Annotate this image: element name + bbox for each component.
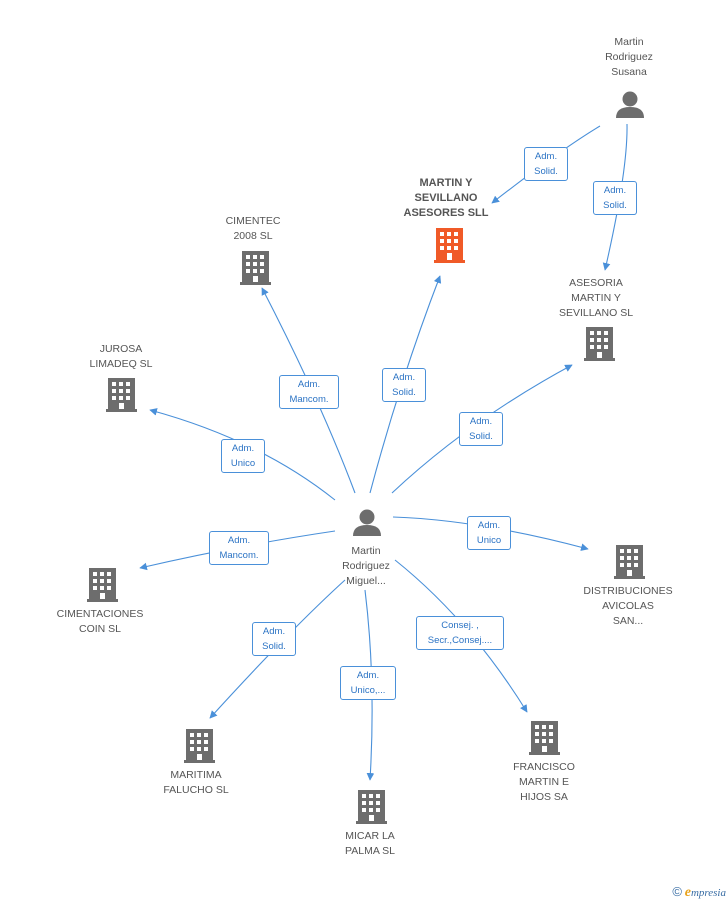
edge-label-susana-to-focus: Adm. Solid. bbox=[524, 147, 568, 181]
edge-label-miguel-to-cimentaciones: Adm. Mancom. bbox=[209, 531, 269, 565]
building-icon-jurosa[interactable] bbox=[106, 378, 137, 412]
node-label-distribuciones[interactable]: DISTRIBUCIONES AVICOLAS SAN... bbox=[583, 585, 673, 627]
edge-label-miguel-to-maritima: Adm. Solid. bbox=[252, 622, 296, 656]
edge-label-miguel-to-asesoria: Adm. Solid. bbox=[459, 412, 503, 446]
brand-logo-initial: e bbox=[684, 885, 691, 900]
brand-watermark: © empresia bbox=[672, 884, 726, 901]
edge-label-miguel-to-micar: Adm. Unico,... bbox=[340, 666, 396, 700]
building-icon-cimentaciones[interactable] bbox=[87, 568, 118, 602]
edge-label-susana-to-asesoria: Adm. Solid. bbox=[593, 181, 637, 215]
building-icon-distribuciones[interactable] bbox=[614, 545, 645, 579]
building-icon-cimentec[interactable] bbox=[240, 251, 271, 285]
node-label-martin-rodriguez-susana[interactable]: Martin Rodriguez Susana bbox=[605, 36, 653, 78]
edge-label-miguel-to-focus: Adm. Solid. bbox=[382, 368, 426, 402]
building-icon-asesoria[interactable] bbox=[584, 327, 615, 361]
building-icon-maritima[interactable] bbox=[184, 729, 215, 763]
copyright-icon: © bbox=[672, 884, 682, 899]
node-label-jurosa[interactable]: JUROSA LIMADEQ SL bbox=[89, 343, 153, 370]
edge-label-miguel-to-distribuciones: Adm. Unico bbox=[467, 516, 511, 550]
node-label-francisco[interactable]: FRANCISCO MARTIN E HIJOS SA bbox=[513, 761, 575, 803]
node-label-martin-y-sevillano[interactable]: MARTIN Y SEVILLANO ASESORES SLL bbox=[403, 177, 489, 219]
node-label-martin-rodriguez-miguel[interactable]: Martin Rodriguez Miguel... bbox=[342, 545, 390, 587]
edge-label-miguel-to-francisco: Consej. , Secr.,Consej.... bbox=[416, 616, 504, 650]
node-label-cimentec[interactable]: CIMENTEC 2008 SL bbox=[225, 215, 281, 242]
building-icons bbox=[87, 228, 645, 824]
node-label-asesoria[interactable]: ASESORIA MARTIN Y SEVILLANO SL bbox=[558, 277, 634, 319]
brand-logo-text: mpresia bbox=[690, 887, 726, 899]
node-label-maritima[interactable]: MARITIMA FALUCHO SL bbox=[163, 769, 229, 796]
building-icon-francisco[interactable] bbox=[529, 721, 560, 755]
edge-label-miguel-to-jurosa: Adm. Unico bbox=[221, 439, 265, 473]
node-label-micar[interactable]: MICAR LA PALMA SL bbox=[345, 830, 395, 857]
person-icon-miguel[interactable] bbox=[353, 509, 381, 537]
building-icon-focus[interactable] bbox=[434, 228, 465, 263]
node-label-cimentaciones[interactable]: CIMENTACIONES COIN SL bbox=[56, 608, 144, 635]
building-icon-micar[interactable] bbox=[356, 790, 387, 824]
edge-label-miguel-to-cimentec: Adm. Mancom. bbox=[279, 375, 339, 409]
person-icons bbox=[353, 91, 644, 537]
person-icon-susana[interactable] bbox=[616, 91, 644, 119]
